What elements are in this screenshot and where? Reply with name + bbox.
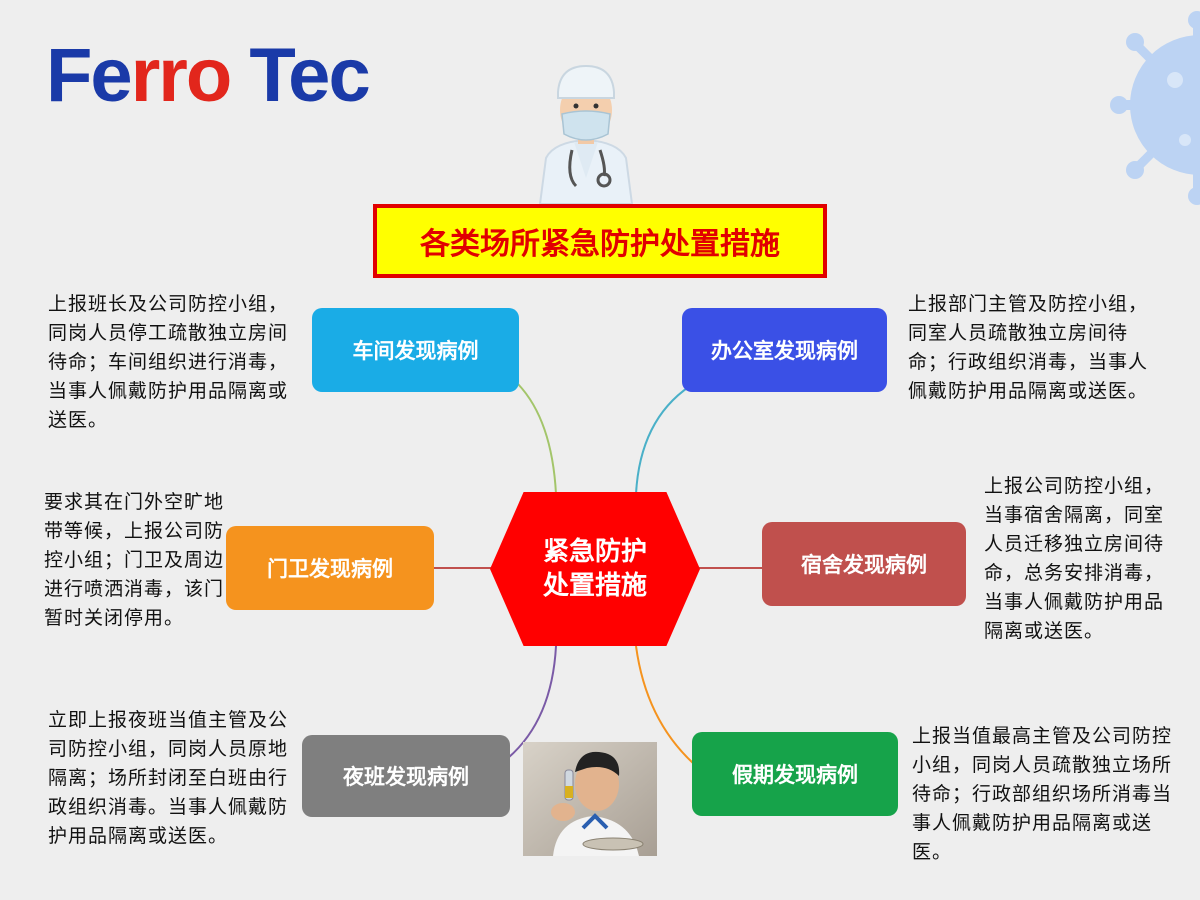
desc-workshop: 上报班长及公司防控小组，同岗人员停工疏散独立房间待命；车间组织进行消毒，当事人佩… <box>48 293 289 431</box>
doctor-illustration <box>538 64 634 204</box>
node-gate: 门卫发现病例 <box>226 526 434 610</box>
lab-technician-photo <box>523 742 657 856</box>
connector-workshop <box>517 383 557 495</box>
ferrotec-logo: Ferro Tec <box>46 33 371 118</box>
node-night: 夜班发现病例 <box>302 735 510 817</box>
virus-illustration <box>1110 11 1200 205</box>
desc-gate: 要求其在门外空旷地带等候，上报公司防控小组；门卫及周边进行喷洒消毒，该门暂时关闭… <box>44 491 225 629</box>
node-workshop: 车间发现病例 <box>312 308 519 392</box>
node-holiday: 假期发现病例 <box>692 732 898 816</box>
node-office: 办公室发现病例 <box>682 308 887 392</box>
desc-holiday: 上报当值最高主管及公司防控小组，同岗人员疏散独立场所待命；行政部组织场所消毒当事… <box>912 725 1173 863</box>
node-dorm: 宿舍发现病例 <box>762 522 966 606</box>
desc-night: 立即上报夜班当值主管及公司防控小组，同岗人员原地隔离；场所封闭至白班由行政组织消… <box>48 709 289 847</box>
connector-night <box>507 645 557 759</box>
center-hexagon: 紧急防护 处置措施 <box>490 492 700 646</box>
connector-holiday <box>635 645 695 765</box>
connector-office <box>635 385 691 495</box>
page-title: 各类场所紧急防护处置措施 <box>373 204 827 278</box>
desc-dorm: 上报公司防控小组，当事宿舍隔离，同室人员迁移独立房间待命，总务安排消毒，当事人佩… <box>984 475 1165 642</box>
desc-office: 上报部门主管及防控小组，同室人员疏散独立房间待命；行政组织消毒，当事人佩戴防护用… <box>908 293 1149 402</box>
